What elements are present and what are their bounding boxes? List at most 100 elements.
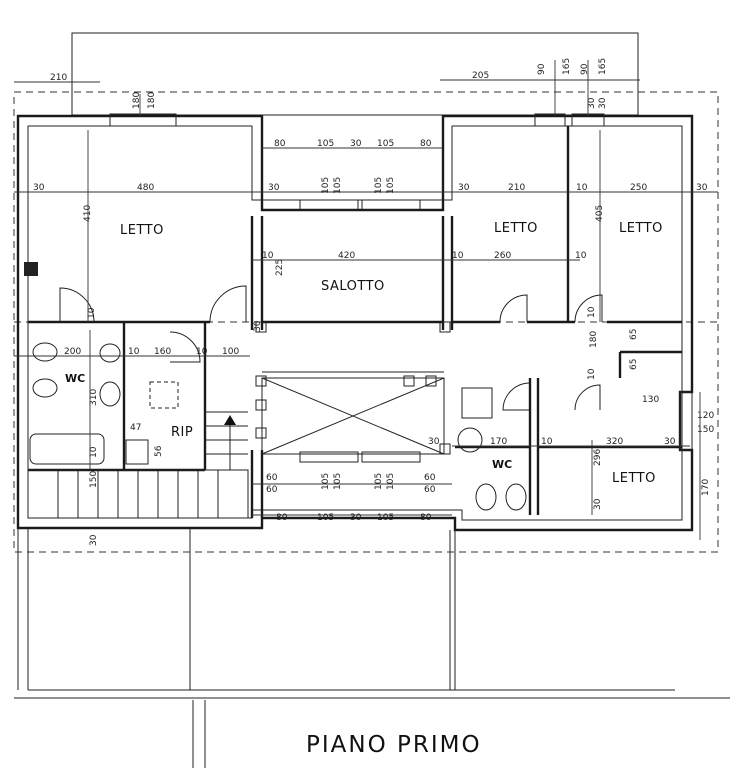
dim-value: 90 — [537, 63, 547, 75]
doors — [59, 285, 603, 411]
dim-value: 30 — [350, 139, 362, 149]
room-label-wc-east: WC — [492, 458, 512, 471]
chimney-block — [24, 262, 38, 276]
dim-value: 105 — [374, 473, 384, 490]
dim-value: 105 — [317, 139, 334, 149]
dim-value: 10 — [576, 183, 588, 193]
dim-value: 30 — [33, 183, 45, 193]
dim-value: 150 — [697, 425, 714, 435]
dim-value: 105 — [333, 473, 343, 490]
dim-value: 30 — [593, 498, 603, 510]
dim-value: 80 — [420, 139, 432, 149]
site-boundary — [14, 528, 730, 768]
dim-value: 105 — [321, 177, 331, 194]
dim-value: 60 — [266, 485, 278, 495]
dim-value: 410 — [83, 205, 93, 222]
dim-value: 480 — [137, 183, 154, 193]
dim-value: 10 — [262, 251, 274, 261]
dim-value: 100 — [222, 347, 239, 357]
dim-value: 30 — [89, 534, 99, 546]
dim-value: 30 — [664, 437, 676, 447]
drawing-title: PIANO PRIMO — [306, 732, 482, 758]
dim-value: 30 — [696, 183, 708, 193]
dim-value: 105 — [317, 513, 334, 523]
dim-value: 250 — [630, 183, 647, 193]
dim-value: 10 — [575, 251, 587, 261]
dim-value: 180 — [589, 331, 599, 348]
dim-value: 30 — [587, 97, 597, 109]
dim-value: 105 — [386, 473, 396, 490]
column-markers — [255, 321, 451, 455]
dim-value: 170 — [701, 479, 711, 496]
dim-value: 105 — [321, 473, 331, 490]
dim-value: 30 — [268, 183, 280, 193]
dim-value: 105 — [377, 513, 394, 523]
dim-value: 225 — [275, 259, 285, 276]
stair-steps — [27, 411, 249, 519]
dim-value: 180 — [132, 92, 142, 109]
dim-value: 405 — [595, 205, 605, 222]
dim-value: 420 — [338, 251, 355, 261]
dim-value: 10 — [452, 251, 464, 261]
dim-value: 10 — [587, 306, 597, 318]
room-label-letto-n: LETTO — [494, 221, 538, 236]
dim-value: 60 — [424, 473, 436, 483]
dim-value: 320 — [606, 437, 623, 447]
dim-value: 90 — [580, 63, 590, 75]
dim-value: 105 — [333, 177, 343, 194]
dim-value: 10 — [89, 446, 99, 458]
stairwell — [261, 371, 445, 455]
room-label-letto-se: LETTO — [612, 471, 656, 486]
dim-value: 80 — [274, 139, 286, 149]
dim-value: 170 — [490, 437, 507, 447]
dimension-lines — [14, 60, 718, 540]
dim-value: 30 — [253, 320, 263, 332]
windows — [109, 113, 693, 463]
dim-value: 200 — [64, 347, 81, 357]
dim-value: 105 — [386, 177, 396, 194]
dim-value: 10 — [87, 307, 97, 319]
dim-value: 210 — [508, 183, 525, 193]
dim-value: 165 — [598, 58, 608, 75]
room-label-salotto: SALOTTO — [321, 279, 385, 294]
dim-value: 150 — [89, 471, 99, 488]
wc-east-fixtures — [457, 387, 527, 511]
dim-value: 296 — [593, 449, 603, 466]
dim-value: 180 — [147, 92, 157, 109]
dim-value: 56 — [154, 445, 164, 457]
stair-arrow-icon — [224, 415, 236, 425]
dim-value: 65 — [629, 329, 639, 340]
dim-value: 80 — [420, 513, 432, 523]
dim-value: 60 — [424, 485, 436, 495]
dim-value: 10 — [128, 347, 140, 357]
room-label-rip: RIP — [171, 425, 193, 440]
room-label-letto-nw: LETTO — [120, 223, 164, 238]
dim-value: 205 — [472, 71, 489, 81]
dim-value: 165 — [562, 58, 572, 75]
dim-value: 30 — [458, 183, 470, 193]
dim-value: 30 — [598, 97, 608, 109]
dim-value: 10 — [196, 347, 208, 357]
dim-value: 160 — [154, 347, 171, 357]
dim-value: 10 — [587, 368, 597, 380]
dim-value: 120 — [697, 411, 714, 421]
dim-value: 47 — [130, 423, 141, 433]
dim-value: 105 — [377, 139, 394, 149]
room-label-letto-ne: LETTO — [619, 221, 663, 236]
dim-value: 10 — [541, 437, 553, 447]
terrace-outline — [71, 32, 639, 116]
dim-value: 105 — [374, 177, 384, 194]
dim-value: 130 — [642, 395, 659, 405]
dim-value: 210 — [50, 73, 67, 83]
dim-value: 30 — [350, 513, 362, 523]
dim-value: 260 — [494, 251, 511, 261]
dimension-values: 210 205 90 165 90 165 180 180 30 30 80 1… — [33, 58, 714, 546]
dim-value: 80 — [276, 513, 288, 523]
wc-west-fixtures — [29, 342, 179, 465]
room-label-wc-west: WC — [65, 372, 85, 385]
overall-dashed-outline — [13, 91, 719, 553]
dim-value: 65 — [629, 359, 639, 370]
dim-value: 310 — [89, 389, 99, 406]
dim-value: 30 — [428, 437, 440, 447]
